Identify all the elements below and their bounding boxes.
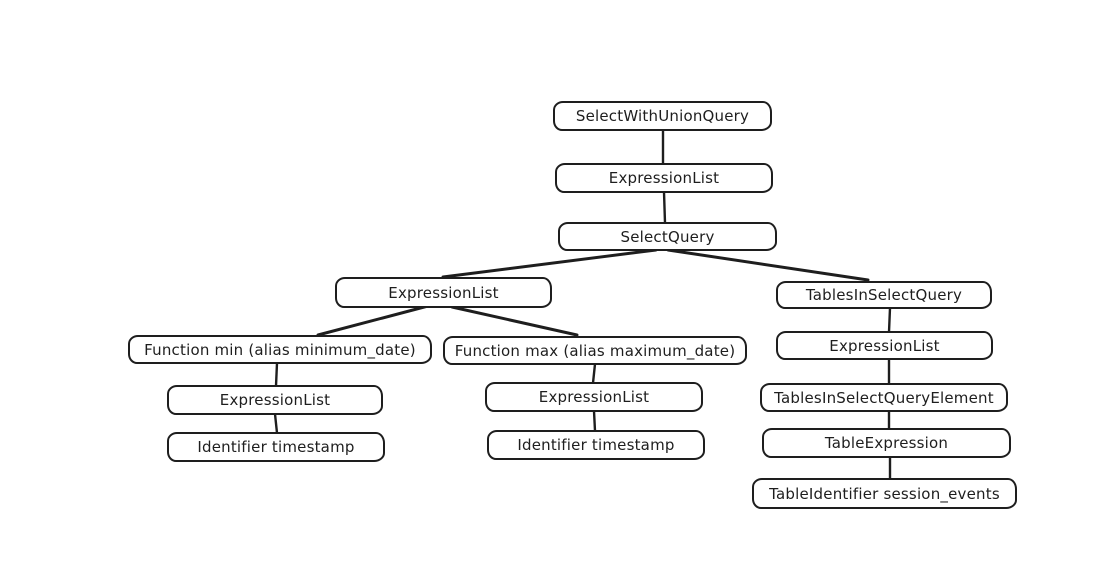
node-table-expression: TableExpression [762,428,1011,458]
node-identifier-timestamp-min: Identifier timestamp [167,432,385,462]
node-identifier-timestamp-max: Identifier timestamp [487,430,705,460]
node-function-min: Function min (alias minimum_date) [128,335,432,364]
node-select-query: SelectQuery [558,222,777,251]
node-expression-list-min: ExpressionList [167,385,383,415]
node-table-identifier: TableIdentifier session_events [752,478,1017,509]
edge-expressionlist-to-function-max [450,305,579,337]
node-expression-list-max: ExpressionList [485,382,703,412]
edge-tables-to-expressionlist [887,306,892,334]
node-expression-list-select: ExpressionList [335,277,552,308]
edge-expressionlist-to-identifier-min [273,412,279,435]
edge-expressionlist-to-function-min [316,304,430,337]
node-function-max: Function max (alias maximum_date) [443,336,747,365]
edge-selectquery-to-expressionlist [441,248,658,279]
node-expression-list-root: ExpressionList [555,163,773,193]
node-tables-in-select-query-element: TablesInSelectQueryElement [760,383,1008,412]
node-select-with-union-query: SelectWithUnionQuery [553,101,772,131]
edge-expressionlist-to-identifier-max [592,409,597,433]
edge-min-to-expressionlist [274,361,279,388]
edge-expressionlist-to-selectquery [662,190,667,225]
node-expression-list-tables: ExpressionList [776,331,993,360]
edge-selectquery-to-tablesinselectquery [666,248,870,282]
node-tables-in-select-query: TablesInSelectQuery [776,281,992,309]
edge-max-to-expressionlist [591,362,597,385]
